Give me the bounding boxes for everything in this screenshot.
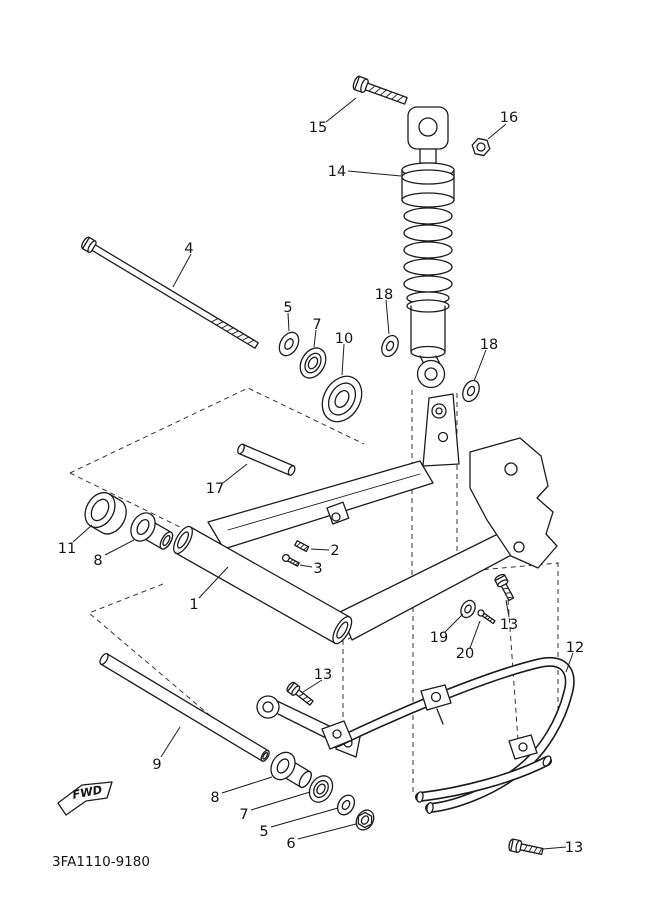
part-label-7-lower: 7 <box>239 807 248 823</box>
part-label-10: 10 <box>335 331 353 347</box>
bushing-8-upper <box>130 512 174 550</box>
part-label-7-upper: 7 <box>312 317 321 333</box>
part-label-13-c: 13 <box>565 840 583 856</box>
shock-lower-bracket <box>422 393 460 467</box>
washer-5-upper <box>278 331 300 357</box>
screw-2 <box>294 540 310 553</box>
swingarm <box>173 437 558 645</box>
seal-7-lower <box>308 775 334 803</box>
part-label-2: 2 <box>330 543 339 559</box>
rear-shock-absorber <box>401 106 455 389</box>
nut-6 <box>355 809 375 831</box>
washer-18-right <box>462 379 480 403</box>
screw-3 <box>281 553 300 567</box>
part-label-18-left: 18 <box>375 287 393 303</box>
part-label-5-upper: 5 <box>283 300 292 316</box>
collar-11 <box>84 491 127 535</box>
diagram-code: 3FA1110-9180 <box>52 854 150 870</box>
part-label-15: 15 <box>309 120 327 136</box>
part-label-8-upper: 8 <box>93 553 102 569</box>
part-labels: 15 16 14 4 5 7 10 18 18 17 11 8 2 3 1 19… <box>58 110 584 856</box>
part-label-13-a: 13 <box>314 667 332 683</box>
part-label-13-b: 13 <box>500 617 518 633</box>
bushing-10 <box>321 375 363 423</box>
part-label-16: 16 <box>500 110 518 126</box>
pivot-tube <box>173 525 353 645</box>
washer-5-lower <box>336 794 356 816</box>
part-label-11: 11 <box>58 541 76 557</box>
fwd-label: FWD <box>71 782 104 802</box>
bolt-13-c <box>508 838 544 856</box>
part-label-20: 20 <box>456 646 474 662</box>
part-label-5-lower: 5 <box>259 824 268 840</box>
bolt-13-b <box>494 573 515 602</box>
part-label-14: 14 <box>328 164 346 180</box>
oil-seal-7-upper <box>299 347 327 379</box>
chain-guard <box>321 656 575 815</box>
washer-19 <box>460 599 476 619</box>
part-label-8-lower: 8 <box>210 790 219 806</box>
shock-upper-bolt <box>352 75 408 105</box>
part-label-3: 3 <box>313 561 322 577</box>
part-label-6: 6 <box>286 836 295 852</box>
fwd-arrow: FWD <box>57 781 113 816</box>
screw-20 <box>477 609 496 625</box>
shock-upper-nut <box>471 137 491 157</box>
pin-17 <box>237 443 296 476</box>
part-label-18-right: 18 <box>480 337 498 353</box>
part-label-4: 4 <box>184 241 193 257</box>
part-label-12: 12 <box>566 640 584 656</box>
part-label-17: 17 <box>206 481 224 497</box>
part-label-1: 1 <box>189 597 198 613</box>
pivot-shaft-bolt <box>81 236 259 349</box>
part-label-9: 9 <box>152 757 161 773</box>
washer-18-left <box>381 334 399 358</box>
leader-lines <box>72 97 574 850</box>
bolt-13-a <box>286 681 314 706</box>
part-label-19: 19 <box>430 630 448 646</box>
tube-9 <box>99 652 270 762</box>
bushing-8-lower <box>270 751 312 789</box>
